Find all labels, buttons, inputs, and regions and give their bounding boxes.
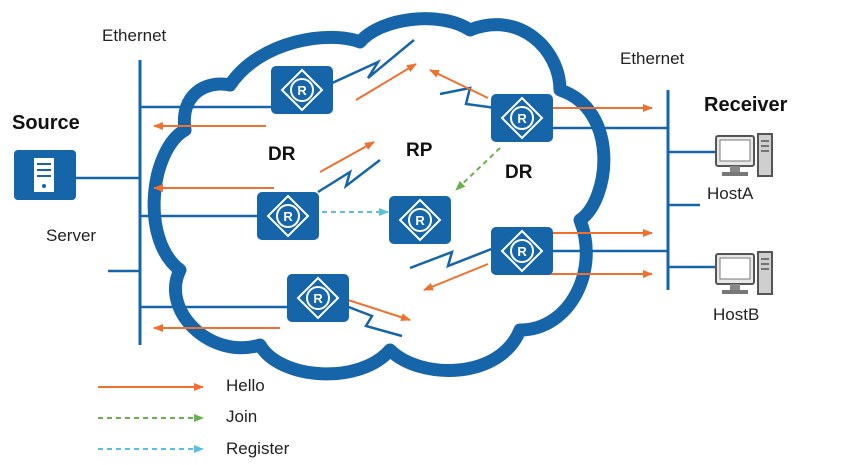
dr-label-right: DR xyxy=(505,162,533,183)
serial-link xyxy=(409,246,495,270)
serial-link xyxy=(329,39,415,86)
join-arrow xyxy=(455,147,501,191)
ethernet-label-left: Ethernet xyxy=(102,26,167,45)
hello-arrows xyxy=(153,63,653,332)
rp-label: RP xyxy=(406,140,433,161)
router-icon xyxy=(256,191,320,241)
legend-register-label: Register xyxy=(226,439,290,458)
serial-link xyxy=(345,304,403,338)
router-icon xyxy=(286,273,350,323)
host-pc-icon xyxy=(715,133,773,177)
source-label: Source xyxy=(12,112,80,134)
router-icon xyxy=(270,65,334,115)
serial-link xyxy=(317,159,381,194)
host-b-label: HostB xyxy=(713,305,760,324)
dr-label-left: DR xyxy=(268,144,296,165)
network-cloud xyxy=(147,12,611,381)
router-icon xyxy=(490,93,554,143)
serial-link xyxy=(439,86,497,110)
legend-hello-label: Hello xyxy=(226,376,265,395)
receiver-label: Receiver xyxy=(704,94,788,116)
router-icon xyxy=(490,226,554,276)
host-a-label: HostA xyxy=(707,184,754,203)
host-pc-icon xyxy=(715,251,773,295)
server-label: Server xyxy=(46,226,97,245)
server-icon xyxy=(14,150,76,200)
ethernet-label-right: Ethernet xyxy=(620,49,685,68)
router-icon xyxy=(388,195,452,245)
legend-join-label: Join xyxy=(226,407,258,426)
